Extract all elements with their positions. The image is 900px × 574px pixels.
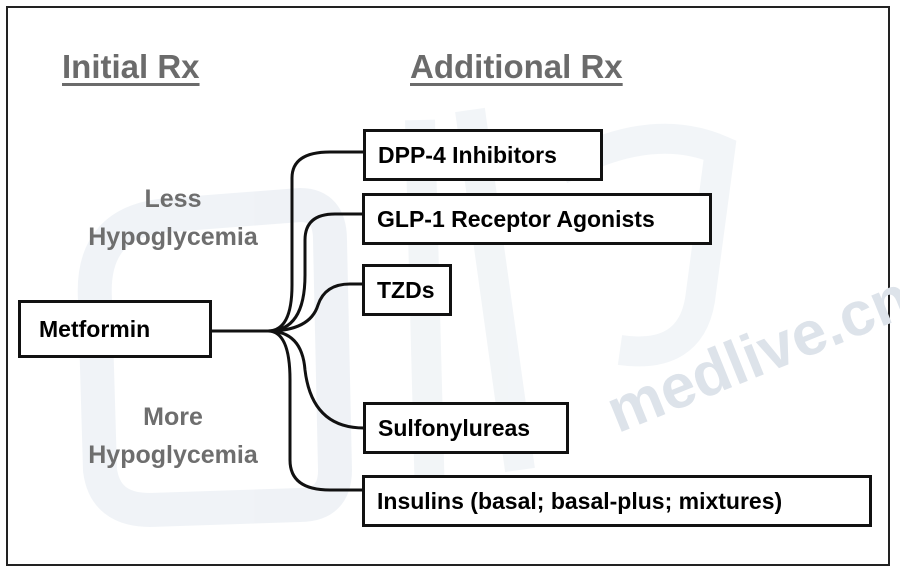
sulfonylureas-box: Sulfonylureas	[363, 402, 569, 454]
glp1-receptor-agonists-box: GLP-1 Receptor Agonists	[362, 193, 712, 245]
initial-rx-heading: Initial Rx	[62, 48, 200, 85]
connector-to-dpp4	[267, 150, 365, 333]
additional-rx-heading: Additional Rx	[410, 48, 623, 85]
connector-to-sulfonylureas	[267, 329, 365, 430]
metformin-box: Metformin	[18, 300, 212, 358]
connector-to-tzds	[267, 282, 364, 333]
insulins-box: Insulins (basal; basal-plus; mixtures)	[362, 475, 872, 527]
more-hypoglycemia-note: More Hypoglycemia	[88, 403, 258, 469]
less-hypoglycemia-note: Less Hypoglycemia	[88, 185, 258, 251]
dpp4-inhibitors-box: DPP-4 Inhibitors	[363, 129, 603, 181]
connector-to-insulins	[267, 329, 364, 492]
tzds-box: TZDs	[362, 264, 452, 316]
connector-to-glp1	[267, 212, 364, 333]
